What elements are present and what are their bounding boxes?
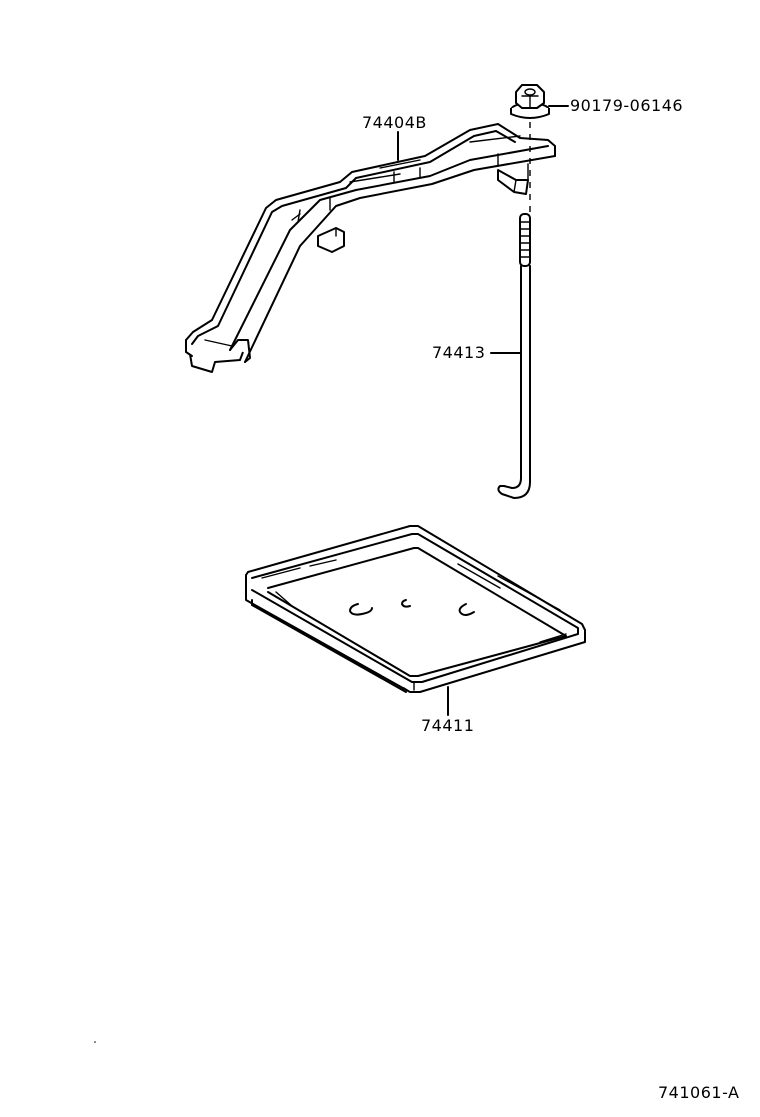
- part-label-rod: 74413: [432, 343, 486, 362]
- part-label-tray: 74411: [421, 716, 475, 735]
- part-label-nut: 90179-06146: [570, 96, 684, 115]
- clamp-illustration: [185, 123, 556, 373]
- part-label-clamp: 74404B: [362, 113, 427, 132]
- figure-code: 741061-A: [658, 1083, 740, 1102]
- rod-illustration: [490, 213, 531, 499]
- nut-illustration: [510, 84, 569, 212]
- tray-illustration: [245, 525, 586, 716]
